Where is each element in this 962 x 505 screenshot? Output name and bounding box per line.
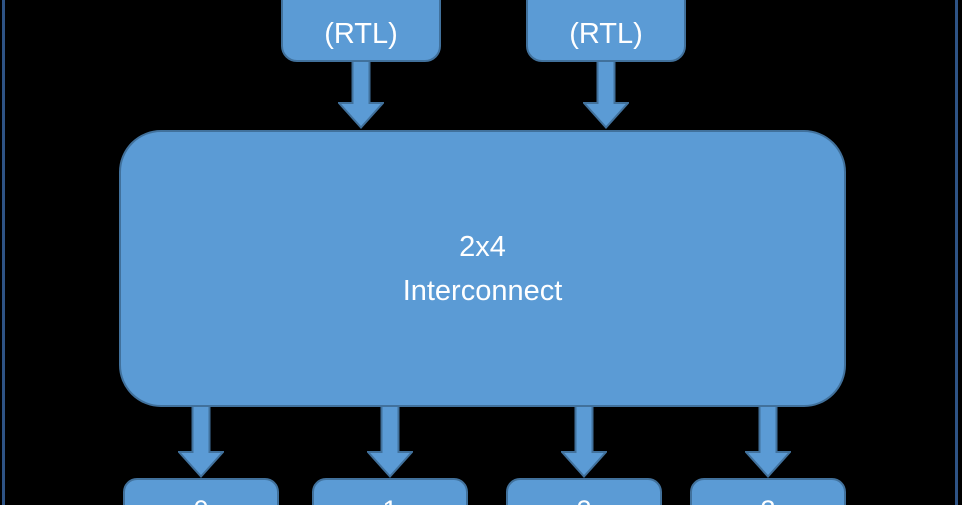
down-arrow-icon — [338, 61, 384, 129]
slave-block-0: 0 — [123, 478, 279, 505]
down-arrow-icon — [745, 406, 791, 478]
left-border-line — [2, 0, 5, 505]
down-arrow-icon — [561, 406, 607, 478]
master-block-0: (RTL) — [281, 0, 441, 62]
master-block-1: (RTL) — [526, 0, 686, 62]
interconnect-label-line2: Interconnect — [402, 274, 563, 307]
down-arrow-icon — [367, 406, 413, 478]
slave-label-2: 2 — [576, 495, 591, 505]
slave-label-3: 3 — [760, 495, 775, 505]
slave-block-1: 1 — [312, 478, 468, 505]
right-border-line — [955, 0, 958, 505]
interconnect-block: 2x4 Interconnect — [119, 130, 846, 407]
slave-label-0: 0 — [193, 495, 208, 505]
slave-block-2: 2 — [506, 478, 662, 505]
master-label-0: (RTL) — [324, 18, 398, 50]
slave-block-3: 3 — [690, 478, 846, 505]
interconnect-label-line1: 2x4 — [459, 230, 506, 263]
down-arrow-icon — [583, 61, 629, 129]
master-label-1: (RTL) — [569, 18, 643, 50]
down-arrow-icon — [178, 406, 224, 478]
slave-label-1: 1 — [382, 495, 397, 505]
